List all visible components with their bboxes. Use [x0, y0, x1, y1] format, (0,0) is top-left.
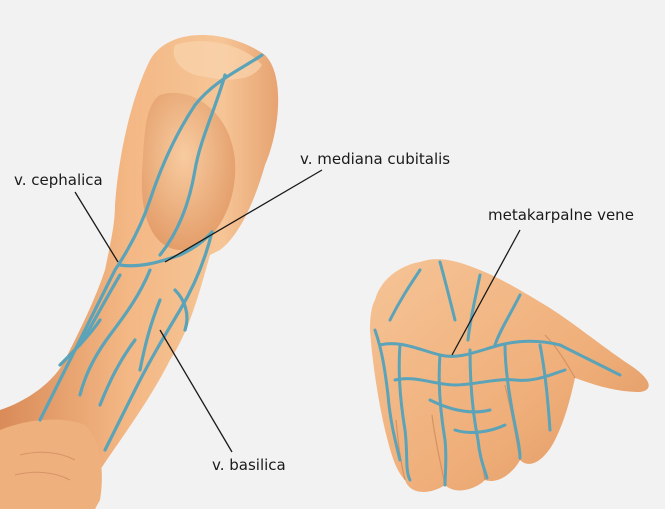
arm-hand-shape [0, 420, 102, 509]
label-metakarpalne-vene: metakarpalne vene [488, 208, 634, 223]
label-v-mediana-cubitalis: v. mediana cubitalis [300, 152, 450, 167]
leader-line-basilica [160, 330, 232, 452]
label-v-cephalica: v. cephalica [14, 173, 103, 188]
label-v-basilica: v. basilica [212, 458, 286, 473]
arm-illustration [0, 35, 278, 509]
hand-shape [370, 259, 649, 492]
leader-line-cephalica [75, 192, 118, 262]
hand-illustration [370, 259, 649, 492]
